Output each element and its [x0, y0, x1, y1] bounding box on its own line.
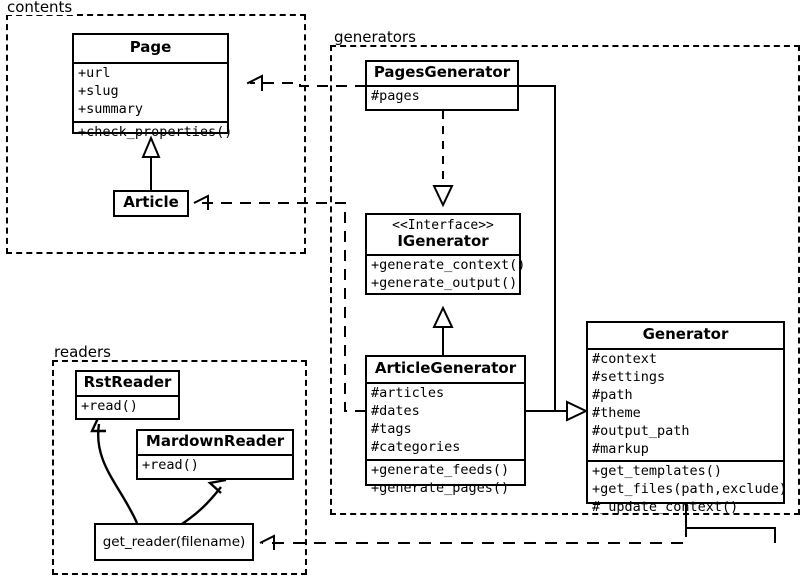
- class-pages-generator-attributes: #pages: [367, 84, 517, 108]
- class-article-generator-title: ArticleGenerator: [374, 359, 517, 377]
- class-rst-reader[interactable]: RstReader +read(): [75, 370, 180, 420]
- class-pages-generator-title: PagesGenerator: [373, 63, 511, 81]
- class-igenerator-stereotype: <<Interface>>: [392, 218, 494, 233]
- class-article-generator-attributes: #articles #dates #tags #categories: [367, 381, 524, 459]
- class-page[interactable]: Page +url +slug +summary +check_properti…: [72, 33, 232, 140]
- method-generate-context: +generate_context(): [371, 257, 526, 274]
- class-pages-generator[interactable]: PagesGenerator #pages: [365, 60, 519, 111]
- method-generate-output: +generate_output(): [371, 275, 518, 292]
- attribute-output-path: #output_path: [592, 422, 690, 439]
- attribute-settings: #settings: [592, 368, 666, 385]
- class-generator-title: Generator: [642, 325, 729, 343]
- class-article-generator-methods: +generate_feeds() +generate_pages(): [367, 458, 524, 500]
- attribute-categories: #categories: [371, 438, 461, 455]
- class-mardown-reader[interactable]: MardownReader +read(): [136, 429, 294, 480]
- attribute-slug: +slug: [78, 82, 119, 99]
- method-read-mardown: +read(): [142, 456, 199, 473]
- attribute-theme: #theme: [592, 404, 641, 421]
- class-article-title: Article: [123, 193, 179, 211]
- class-mardown-reader-title: MardownReader: [145, 432, 285, 450]
- class-igenerator[interactable]: <<Interface>> IGenerator +generate_conte…: [365, 213, 526, 295]
- method-get-files: +get_files(path,exclude): [592, 481, 788, 498]
- class-rst-reader-methods: +read(): [77, 394, 178, 418]
- class-article-generator[interactable]: ArticleGenerator #articles #dates #tags …: [365, 355, 526, 496]
- package-readers: [52, 360, 307, 575]
- class-page-methods: +check_properties(): [74, 120, 233, 144]
- class-article[interactable]: Article: [113, 190, 189, 217]
- class-generator-attributes: #context #settings #path #theme #output_…: [588, 347, 783, 461]
- function-get-reader[interactable]: get_reader(filename): [94, 523, 254, 561]
- attribute-pages: #pages: [371, 87, 420, 104]
- attribute-articles: #articles: [371, 384, 445, 401]
- method-check-properties: +check_properties(): [78, 123, 233, 140]
- attribute-context: #context: [592, 350, 658, 367]
- class-mardown-reader-methods: +read(): [138, 453, 292, 477]
- class-page-attributes: +url +slug +summary: [74, 61, 227, 121]
- attribute-path: #path: [592, 386, 633, 403]
- function-get-reader-label: get_reader(filename): [102, 534, 246, 550]
- class-generator-methods: +get_templates() +get_files(path,exclude…: [588, 460, 788, 519]
- attribute-markup: #markup: [592, 440, 649, 457]
- class-igenerator-title: IGenerator: [397, 231, 489, 250]
- method-get-templates: +get_templates(): [592, 463, 723, 480]
- method-update-context: #_update_context(): [592, 499, 739, 516]
- method-generate-pages: +generate_pages(): [371, 479, 510, 496]
- class-igenerator-methods: +generate_context() +generate_output(): [367, 254, 526, 295]
- class-page-title: Page: [129, 38, 172, 56]
- package-contents: [6, 14, 306, 254]
- class-rst-reader-title: RstReader: [83, 373, 172, 391]
- attribute-dates: #dates: [371, 402, 420, 419]
- attribute-summary: +summary: [78, 100, 144, 117]
- attribute-tags: #tags: [371, 420, 412, 437]
- attribute-url: +url: [78, 64, 111, 81]
- package-readers-label: readers: [51, 345, 114, 360]
- package-contents-label: contents: [4, 0, 76, 15]
- package-generators-label: generators: [331, 30, 419, 45]
- class-generator[interactable]: Generator #context #settings #path #them…: [586, 321, 787, 515]
- method-read-rst: +read(): [81, 397, 138, 414]
- method-generate-feeds: +generate_feeds(): [371, 461, 510, 478]
